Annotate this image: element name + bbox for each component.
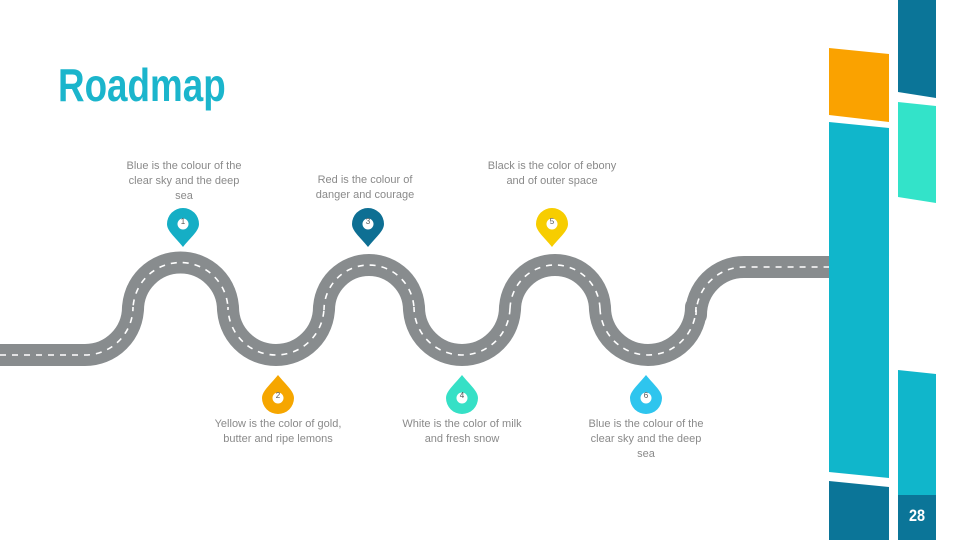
milestone-2-pin: 2	[262, 374, 294, 414]
milestone-3-number: 3	[365, 217, 371, 226]
milestone-6-caption: Blue is the colour of the clear sky and …	[588, 418, 704, 460]
milestone-4-pin: 4	[446, 374, 478, 414]
deco-dark-teal-bottom	[829, 481, 889, 540]
milestone-3-caption: Red is the colour of danger and courage	[315, 174, 415, 201]
road-center-dashes	[0, 261, 829, 356]
milestone-2-caption: Yellow is the color of gold, butter and …	[214, 418, 342, 445]
map-pin-icon	[446, 375, 478, 414]
deco-dark-teal-top	[898, 0, 936, 98]
map-pin-icon	[262, 375, 294, 414]
deco-mint	[898, 102, 936, 203]
page-number: 28	[908, 506, 926, 525]
milestone-6-pin: 6	[630, 374, 662, 414]
milestone-3-pin: 3	[352, 208, 384, 248]
map-pin-icon	[167, 208, 199, 247]
map-pin-icon	[536, 208, 568, 247]
milestone-2-number: 2	[275, 391, 281, 400]
slide-title: Roadmap	[58, 59, 226, 111]
map-pin-icon	[630, 375, 662, 414]
milestone-4-number: 4	[459, 391, 465, 400]
deco-teal-tall	[829, 122, 889, 478]
deco-orange	[829, 48, 889, 122]
map-pin-icon	[352, 208, 384, 247]
milestone-6-number: 6	[643, 391, 649, 400]
milestone-5-caption: Black is the color of ebony and of outer…	[487, 160, 617, 187]
milestone-1-caption: Blue is the colour of the clear sky and …	[126, 160, 242, 202]
milestone-5-pin: 5	[536, 208, 568, 248]
milestone-4-caption: White is the color of milk and fresh sno…	[402, 418, 522, 445]
milestone-1-pin: 1	[167, 208, 199, 248]
deco-page-number-box	[898, 495, 936, 540]
milestone-5-number: 5	[549, 217, 555, 226]
milestone-1-number: 1	[180, 217, 186, 226]
